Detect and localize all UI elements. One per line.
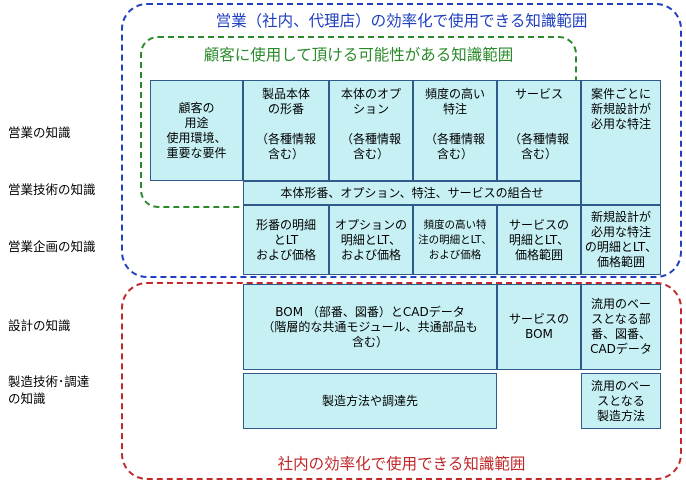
cell-combination: 本体形番、オプション、特注、サービスの組合せ — [243, 181, 581, 205]
sales-region-title: 営業（社内、代理店）の効率化で使用できる知識範囲 — [215, 12, 588, 30]
cell-bom: BOM （部番、図番）とCADデータ （階層的な共通モジュール、共通部品も 含む… — [243, 284, 497, 370]
cell-model-detail: 形番の明細 とLT および価格 — [243, 205, 329, 275]
cell-frequent-special-order: 頻度の高い 特注 （各種情報 含む） — [413, 80, 497, 181]
row-label-manufacturing: 製造技術･調達 の知識 — [8, 374, 90, 406]
customer-region-title: 顧客に使用して頂ける可能性がある知識範囲 — [203, 46, 514, 64]
cell-manufacturing-method: 製造方法や調達先 — [243, 373, 497, 429]
row-label-sales-planning: 営業企画の知識 — [8, 239, 96, 254]
cell-service-detail: サービスの 明細とLT、 価格範囲 — [497, 205, 581, 275]
cell-base-manufacturing-method: 流用のベー スとなる 製造方法 — [581, 373, 661, 429]
row-label-sales: 営業の知識 — [8, 125, 71, 140]
cell-case-new-design: 案件ごとに 新規設計が 必用な特注 — [581, 80, 661, 205]
row-label-sales-engineering: 営業技術の知識 — [8, 182, 96, 197]
cell-frequent-detail: 頻度の高い特 注の明細とLT、 および価格 — [413, 205, 497, 275]
cell-service: サービス （各種情報 含む） — [497, 80, 581, 181]
cell-product-model: 製品本体 の形番 （各種情報 含む） — [243, 80, 329, 181]
sales-knowledge-region — [121, 3, 682, 278]
cell-option-detail: オプションの 明細とLT、 および価格 — [329, 205, 413, 275]
internal-region-title: 社内の効率化で使用できる知識範囲 — [277, 455, 526, 473]
cell-service-bom: サービスの BOM — [497, 284, 581, 370]
cell-new-design-detail: 新規設計が 必用な特注 の明細とLT、 価格範囲 — [581, 205, 661, 275]
cell-customer-usage: 顧客の 用途 使用環境、 重要な要件 — [150, 80, 243, 181]
internal-knowledge-region — [121, 282, 682, 480]
cell-option: 本体のオプ ション （各種情報 含む） — [329, 80, 413, 181]
row-label-design: 設計の知識 — [8, 318, 71, 333]
cell-base-drawing: 流用のベー スとなる部 番、図番、 CADデータ — [581, 284, 661, 370]
